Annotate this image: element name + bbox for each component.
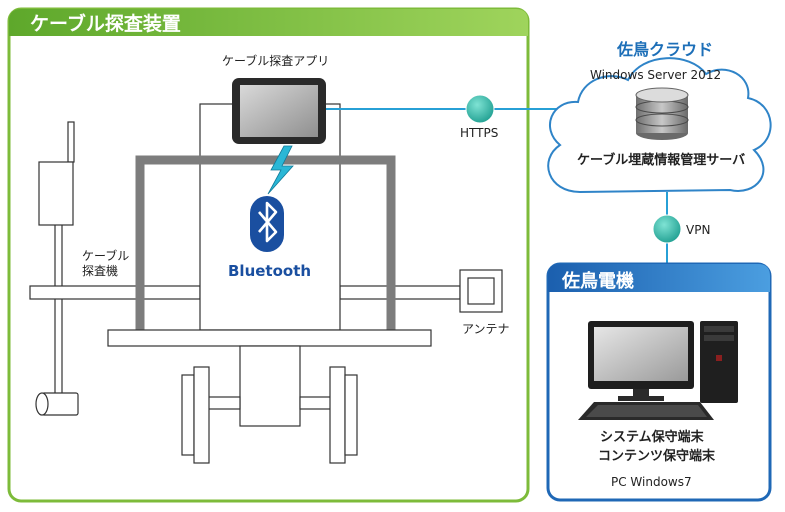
tablet-icon	[232, 78, 326, 144]
cable-detector-label-1: ケーブル	[82, 248, 129, 263]
bluetooth-icon	[250, 196, 284, 252]
tablet-label: ケーブル探査アプリ	[222, 53, 329, 68]
device-frame	[135, 155, 396, 330]
keyboard-icon	[578, 402, 714, 420]
server-database-icon	[635, 87, 689, 140]
pc-monitor-icon	[588, 321, 694, 401]
cloud-title: 佐鳥クラウド	[616, 40, 713, 59]
device-panel-title: ケーブル探査装置	[30, 12, 181, 35]
vpn-label: VPN	[686, 223, 710, 237]
https-label: HTTPS	[460, 126, 498, 140]
bluetooth-label: Bluetooth	[228, 262, 311, 280]
cloud-os: Windows Server 2012	[590, 68, 721, 82]
wheel-assembly	[181, 345, 358, 464]
antenna	[459, 269, 503, 313]
cable-detector	[35, 121, 79, 416]
office-panel-title: 佐鳥電機	[561, 270, 634, 292]
base-plate	[107, 329, 432, 347]
server-label: ケーブル埋蔵情報管理サーバ	[577, 152, 745, 168]
terminal-label-1: システム保守端末	[600, 429, 705, 445]
horizontal-arm	[29, 285, 461, 300]
antenna-label: アンテナ	[462, 322, 510, 336]
terminal-os: PC Windows7	[611, 475, 692, 489]
terminal-label-2: コンテンツ保守端末	[598, 448, 716, 464]
vpn-node-icon	[652, 214, 682, 244]
pc-tower-icon	[700, 321, 738, 403]
cable-detector-label-2: 探査機	[82, 263, 118, 278]
https-node-icon	[465, 94, 495, 124]
wireless-link-icon	[267, 145, 294, 195]
